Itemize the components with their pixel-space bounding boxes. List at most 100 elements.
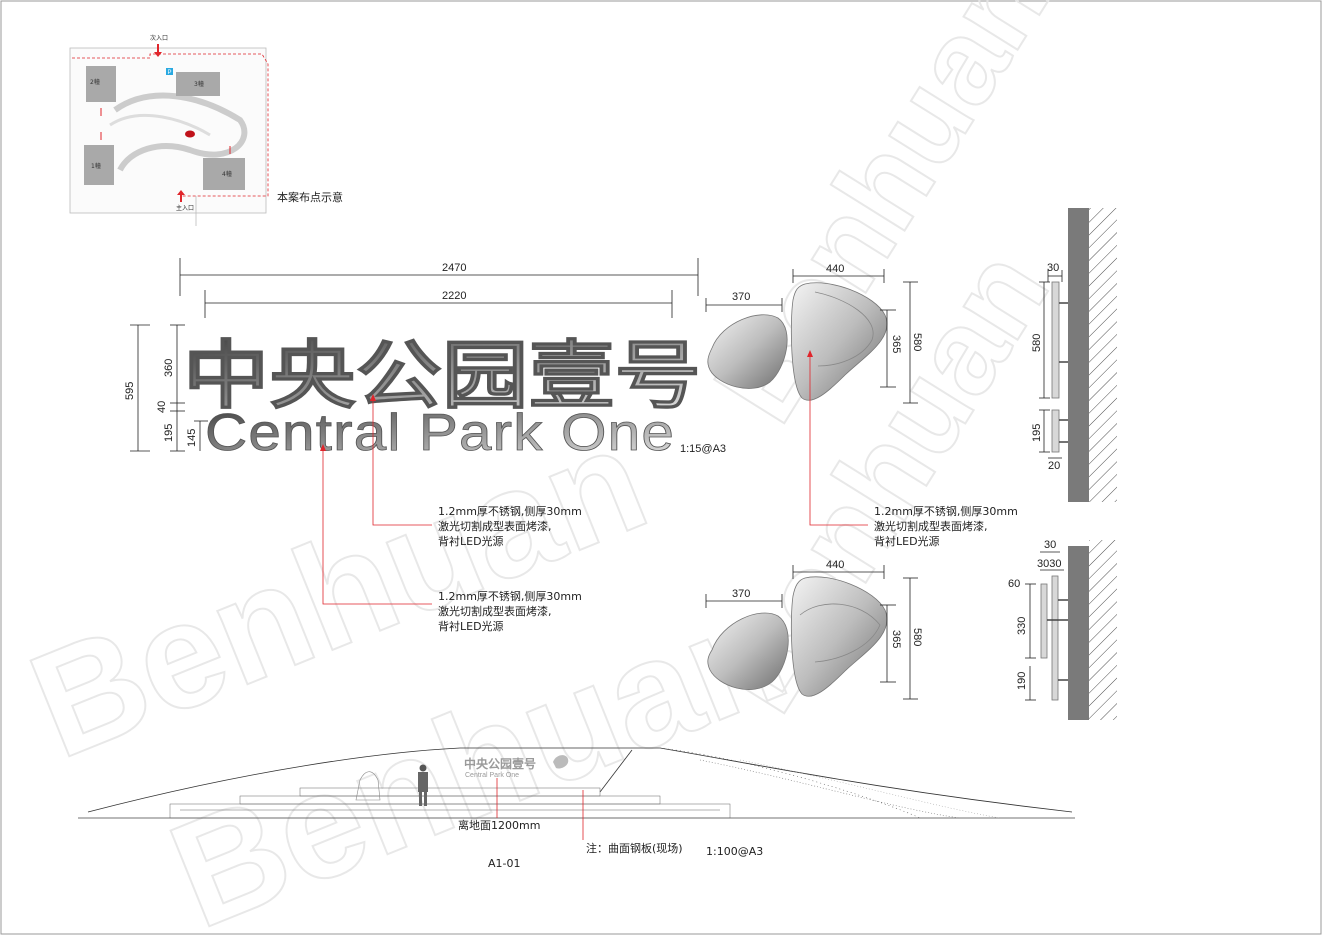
dim-b-side-top: 30 xyxy=(1044,539,1056,551)
note-3: 1.2mm厚不锈钢,侧厚30mm 激光切割成型表面烤漆, 背衬LED光源 xyxy=(874,505,1018,548)
elevation-mini-en: Central Park One xyxy=(465,772,519,779)
dim-b-logo-inner: 365 xyxy=(890,630,902,648)
note-3-line-1: 1.2mm厚不锈钢,侧厚30mm xyxy=(874,505,1018,518)
site-plan: 2幢 3幢 1幢 4幢 P 次入口 主入口 xyxy=(69,34,269,226)
logo-bottom-inner-line xyxy=(799,603,881,663)
wall-bottom-hatch xyxy=(1089,540,1117,720)
drawing-id: A1-01 xyxy=(488,857,521,870)
letter-panel-top xyxy=(1051,281,1060,399)
dim-b-side-mid: 3030 xyxy=(1037,558,1061,570)
dim-b-side-60: 60 xyxy=(1008,578,1020,590)
sign-title-zh: 中央公园壹号 xyxy=(183,333,701,419)
building-1-label: 1幢 xyxy=(91,162,101,170)
building-2-label: 2幢 xyxy=(90,78,100,86)
site-path-2 xyxy=(109,113,211,137)
building-4-label: 4幢 xyxy=(222,170,232,178)
main-dimensions xyxy=(130,258,699,452)
wall-bottom xyxy=(1068,546,1089,720)
elevation-steps xyxy=(169,787,731,819)
entrance-bottom-label: 主入口 xyxy=(176,204,194,212)
dim-en-height: 195 xyxy=(163,424,175,442)
site-path xyxy=(113,92,248,172)
logo-bottom-dimensions xyxy=(705,565,918,700)
site-boundary xyxy=(72,53,269,197)
elevation-height-note: 离地面1200mm xyxy=(458,818,540,832)
entrance-bottom-arrow xyxy=(177,190,185,202)
side-section-bottom xyxy=(1025,540,1117,720)
logo-panel-back xyxy=(1051,575,1059,701)
dim-logo-height: 580 xyxy=(911,333,923,351)
note-1-line-2: 激光切割成型表面烤漆, xyxy=(438,519,552,533)
side-section-top xyxy=(1039,208,1117,502)
dim-overall-width: 2470 xyxy=(442,262,466,274)
elevation-surface-note: 注：曲面钢板(现场) xyxy=(586,841,683,855)
building-3-label: 3幢 xyxy=(194,80,204,88)
note-1-line-1: 1.2mm厚不锈钢,侧厚30mm xyxy=(438,505,582,518)
letter-panel-bottom xyxy=(1051,409,1060,453)
statue-outline xyxy=(355,771,381,801)
site-small-arrows xyxy=(100,108,231,154)
dim-side-top-offset: 30 xyxy=(1047,262,1059,274)
note-2-line-1: 1.2mm厚不锈钢,侧厚30mm xyxy=(438,590,582,603)
dim-side-top-height: 580 xyxy=(1031,334,1043,352)
note-2-line-3: 背衬LED光源 xyxy=(438,619,504,633)
dim-b-logo-right-width: 440 xyxy=(826,559,844,571)
logo-top-dimensions xyxy=(705,269,918,404)
dim-b-side-190: 190 xyxy=(1016,672,1028,690)
dim-zh-height: 360 xyxy=(163,359,175,377)
note-1-line-3: 背衬LED光源 xyxy=(438,534,504,548)
parking-label: P xyxy=(168,70,172,76)
wall-top-hatch xyxy=(1089,208,1117,502)
main-leaders xyxy=(322,398,432,605)
building-4 xyxy=(203,158,245,190)
building-3 xyxy=(176,72,220,96)
sign-location-marker xyxy=(185,130,195,138)
site-plan-caption: 本案布点示意 xyxy=(277,190,343,204)
elevation-mini-zh: 中央公园壹号 xyxy=(464,756,536,771)
dim-text-width: 2220 xyxy=(442,290,466,302)
wall-top xyxy=(1068,208,1089,502)
elevation-scale: 1:100@A3 xyxy=(706,845,763,858)
dim-gap: 40 xyxy=(156,401,168,413)
dim-en-cap: 145 xyxy=(186,429,198,447)
dim-logo-inner: 365 xyxy=(890,335,902,353)
main-sign: 中央公园壹号 Central Park One xyxy=(183,333,702,463)
entrance-top-arrow xyxy=(154,44,162,57)
dim-logo-right-width: 440 xyxy=(826,263,844,275)
logo-bottom-left-shape xyxy=(707,612,789,690)
note-3-line-3: 背衬LED光源 xyxy=(874,534,940,548)
building-2 xyxy=(86,66,116,102)
leader-arrow-2 xyxy=(320,444,326,451)
dim-logo-left-width: 370 xyxy=(732,291,750,303)
logo-panel-front xyxy=(1040,583,1048,659)
dim-b-logo-height: 580 xyxy=(911,628,923,646)
note-3-line-2: 激光切割成型表面烤漆, xyxy=(874,519,988,533)
logo-bottom xyxy=(707,576,888,697)
leader-3 xyxy=(809,354,868,526)
parking-icon xyxy=(166,68,173,75)
person-figure xyxy=(418,764,428,806)
note-2-line-2: 激光切割成型表面烤漆, xyxy=(438,604,552,618)
dim-b-logo-left-width: 370 xyxy=(732,588,750,600)
logo-top-right-shape xyxy=(790,282,888,401)
dotted-ramp xyxy=(659,747,921,819)
leader-arrow-3 xyxy=(807,350,813,357)
building-1 xyxy=(84,145,114,185)
leader-arrow-1 xyxy=(370,394,376,401)
logo-top-inner-line xyxy=(814,291,874,367)
logo-top xyxy=(707,282,888,401)
site-elevation: 中央公园壹号 Central Park One xyxy=(78,747,1075,819)
sign-scale: 1:15@A3 xyxy=(680,443,726,455)
sign-title-en: Central Park One xyxy=(205,404,675,462)
dim-side-bottom-offset: 20 xyxy=(1048,460,1060,472)
note-1: 1.2mm厚不锈钢,侧厚30mm 激光切割成型表面烤漆, 背衬LED光源 xyxy=(438,505,582,548)
dim-b-side-330: 330 xyxy=(1016,617,1028,635)
note-2: 1.2mm厚不锈钢,侧厚30mm 激光切割成型表面烤漆, 背衬LED光源 xyxy=(438,590,582,633)
logo-top-left-shape xyxy=(707,314,788,389)
entrance-top-label: 次入口 xyxy=(150,34,168,42)
dim-overall-height: 595 xyxy=(124,382,136,400)
dim-side-bottom-height: 195 xyxy=(1031,424,1043,442)
